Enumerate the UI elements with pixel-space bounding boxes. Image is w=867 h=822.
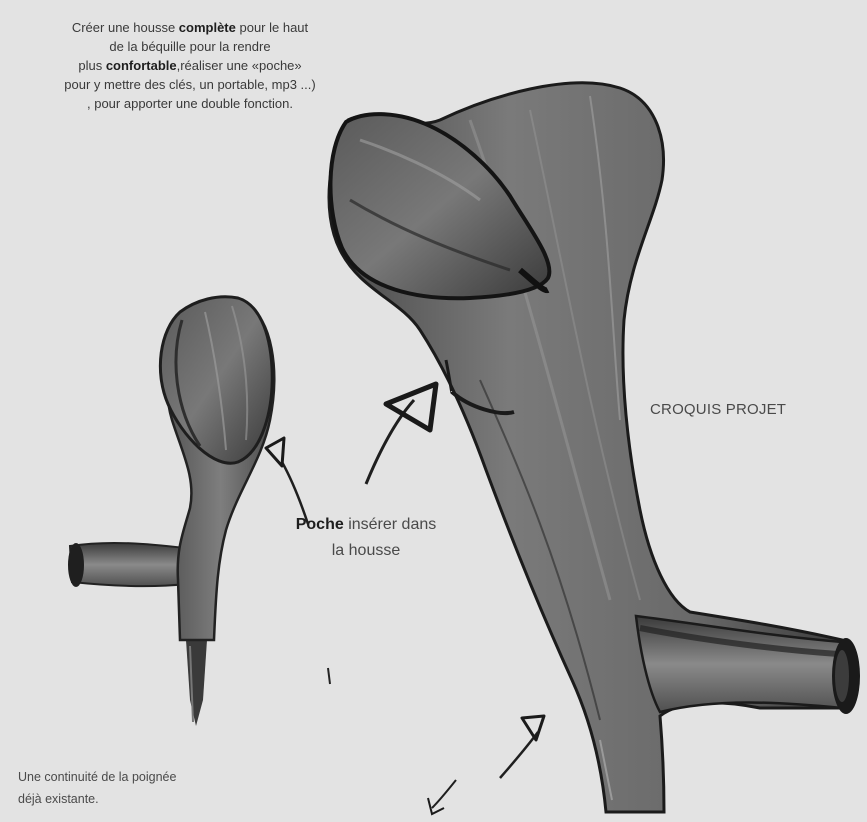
small-crutch-sketch xyxy=(68,297,274,726)
grip-line-1: Une continuité de la poignée xyxy=(18,766,278,788)
project-title: CROQUIS PROJET xyxy=(650,400,786,419)
arrow-to-handle xyxy=(428,716,544,814)
grip-line-2: déjà existante. xyxy=(18,788,278,810)
large-crutch-sketch xyxy=(329,83,860,812)
intro-line-3: plus confortable,réaliser une «poche» xyxy=(4,56,376,75)
pocket-note: Poche insérer dans la housse xyxy=(256,512,476,564)
intro-note: Créer une housse complète pour le haut d… xyxy=(4,18,376,113)
pocket-line-2: la housse xyxy=(256,538,476,564)
arrow-to-large-pocket xyxy=(366,384,436,484)
intro-line-5: , pour apporter une double fonction. xyxy=(4,94,376,113)
intro-line-2: de la béquille pour la rendre xyxy=(4,37,376,56)
pocket-line-1: Poche insérer dans xyxy=(256,512,476,538)
ink-mark xyxy=(328,668,330,684)
intro-line-1: Créer une housse complète pour le haut xyxy=(4,18,376,37)
intro-line-4: pour y mettre des clés, un portable, mp3… xyxy=(4,75,376,94)
grip-note: Une continuité de la poignée déjà exista… xyxy=(18,766,278,810)
